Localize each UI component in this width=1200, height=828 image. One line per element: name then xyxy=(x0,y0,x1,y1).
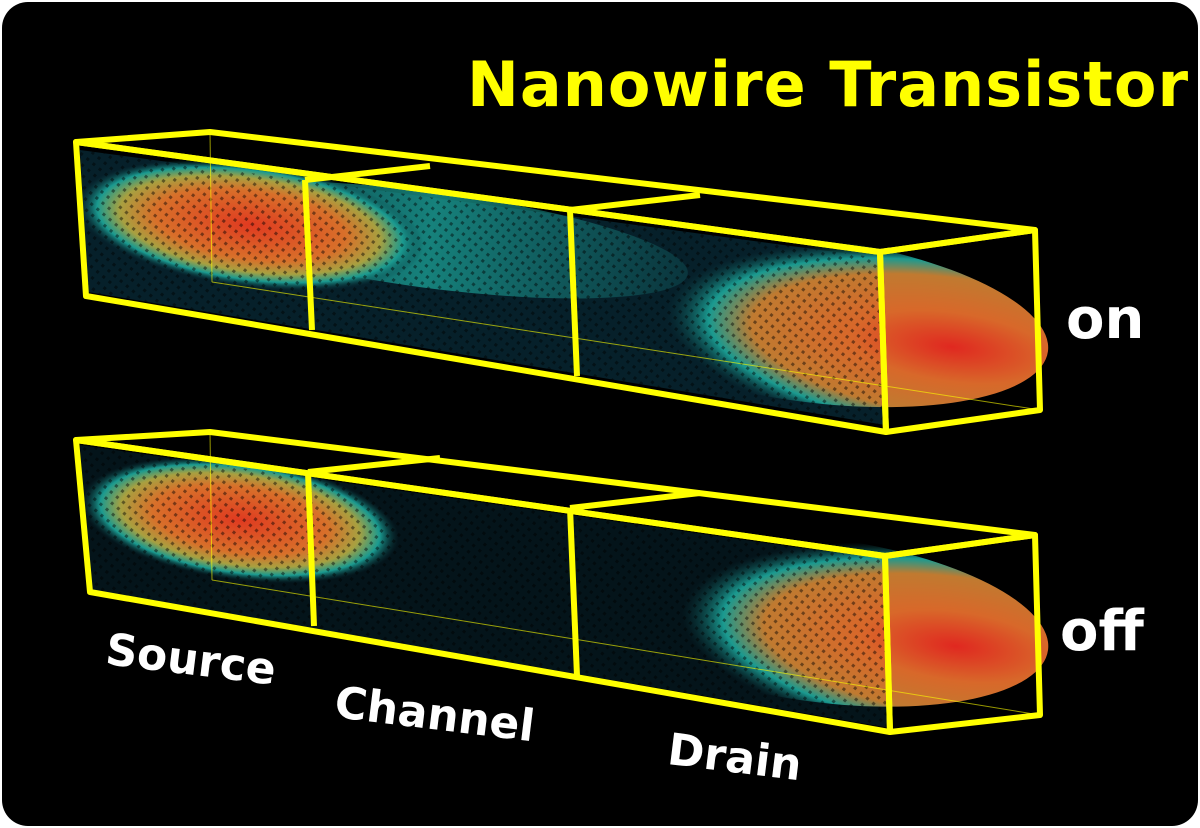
on-wire-outline xyxy=(73,129,1043,435)
state-label-off: off xyxy=(1060,599,1144,664)
hidden-edges xyxy=(209,131,1041,716)
on-charge-density xyxy=(76,150,1049,425)
state-label-on: on xyxy=(1066,287,1145,352)
diagram-title: Nanowire Transistor xyxy=(467,48,1190,121)
